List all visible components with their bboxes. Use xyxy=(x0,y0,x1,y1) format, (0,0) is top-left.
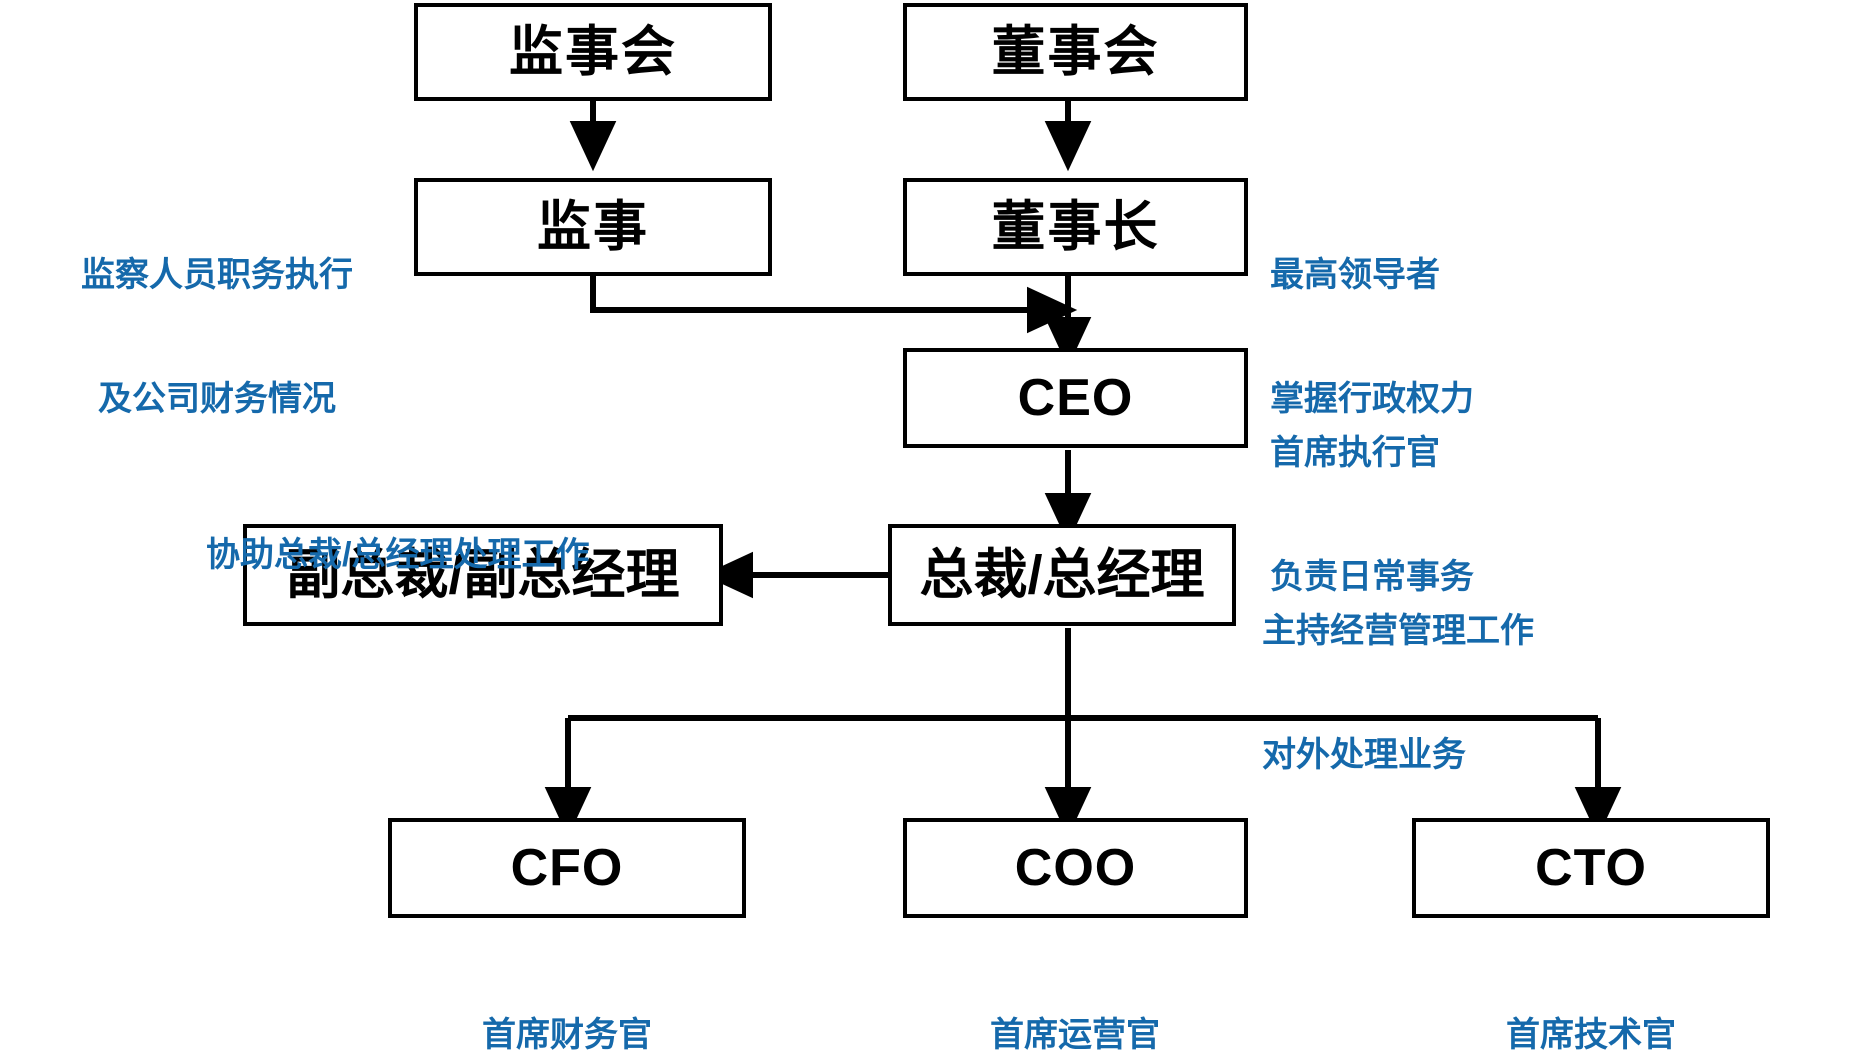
annotation-cfo: 首席财务官 负责财务管理 xyxy=(388,932,746,1062)
annotation-cto: 首席技术官 负责技术资源 xyxy=(1412,932,1770,1062)
annotation-supervisor-line2: 及公司财务情况 xyxy=(98,380,336,419)
annotation-ceo-line1: 首席执行官 xyxy=(1270,433,1440,472)
annotation-coo: 首席运营官 负责运营管理 xyxy=(896,932,1254,1062)
node-cto-label: CTO xyxy=(1535,839,1647,897)
node-president[interactable]: 总裁/总经理 xyxy=(888,524,1236,626)
annotation-president: 主持经营管理工作 对外处理业务 xyxy=(1262,528,1742,860)
node-coo[interactable]: COO xyxy=(903,818,1248,918)
annotation-cfo-line1: 首席财务官 xyxy=(482,1015,652,1054)
annotation-president-line1: 主持经营管理工作 xyxy=(1262,611,1534,650)
node-coo-label: COO xyxy=(1014,839,1137,897)
node-chairman[interactable]: 董事长 xyxy=(903,178,1248,276)
node-cfo[interactable]: CFO xyxy=(388,818,746,918)
node-board-of-supervisors[interactable]: 监事会 xyxy=(414,3,772,101)
annotation-chairman-line1: 最高领导者 xyxy=(1270,255,1440,294)
node-supervisor[interactable]: 监事 xyxy=(414,178,772,276)
annotation-president-line2: 对外处理业务 xyxy=(1262,736,1466,775)
annotation-ceo: 首席执行官 负责日常事务 xyxy=(1270,350,1690,682)
node-president-label: 总裁/总经理 xyxy=(919,545,1205,605)
node-chairman-label: 董事长 xyxy=(991,197,1160,257)
annotation-chairman-line2: 掌握行政权力 xyxy=(1270,380,1474,419)
node-ceo[interactable]: CEO xyxy=(903,348,1248,448)
annotation-chairman: 最高领导者 掌握行政权力 xyxy=(1270,172,1690,504)
node-board-of-supervisors-label: 监事会 xyxy=(509,22,677,82)
node-vice-president-label: 副总裁/副总经理 xyxy=(286,545,680,605)
node-supervisor-label: 监事 xyxy=(537,197,649,257)
annotation-cto-line1: 首席技术官 xyxy=(1506,1015,1676,1054)
node-cfo-label: CFO xyxy=(510,839,624,897)
annotation-vice-president: 协助总裁/总经理处理工作 xyxy=(206,452,806,659)
node-ceo-label: CEO xyxy=(1017,369,1134,427)
annotation-supervisor-line1: 监察人员职务执行 xyxy=(81,255,353,294)
node-vice-president[interactable]: 副总裁/副总经理 xyxy=(243,524,723,626)
node-board-of-directors[interactable]: 董事会 xyxy=(903,3,1248,101)
annotation-vice-president-line1: 协助总裁/总经理处理工作 xyxy=(206,535,590,574)
node-board-of-directors-label: 董事会 xyxy=(991,22,1160,82)
annotation-coo-line1: 首席运营官 xyxy=(990,1015,1160,1054)
annotation-supervisor: 监察人员职务执行 及公司财务情况 xyxy=(18,172,416,504)
annotation-ceo-line2: 负责日常事务 xyxy=(1270,558,1474,597)
